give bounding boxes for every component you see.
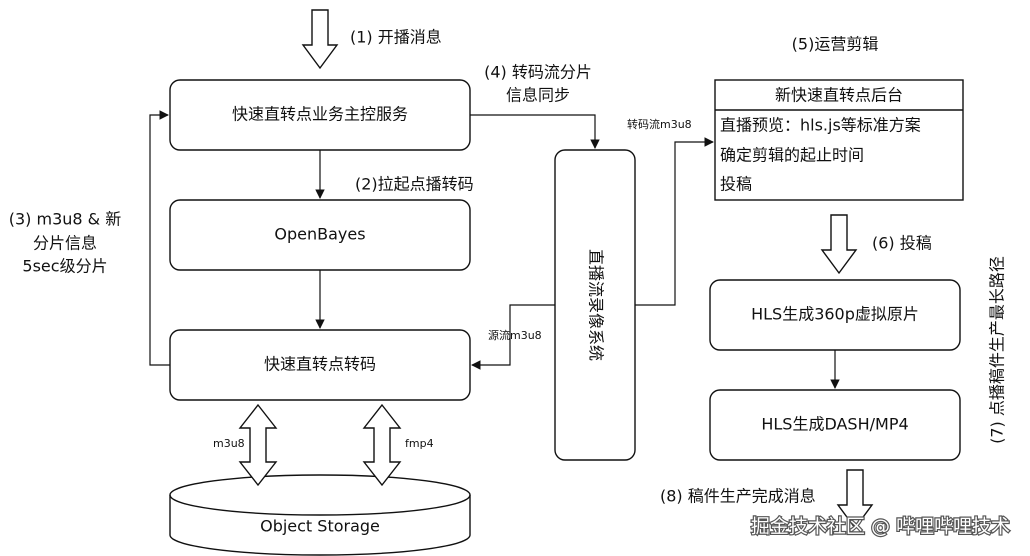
object-storage-label: Object Storage: [260, 517, 380, 536]
m3u8-label: m3u8: [213, 437, 245, 450]
backstage-item-3: 投稿: [720, 175, 752, 194]
backstage-item-1: 直播预览：hls.js等标准方案: [720, 116, 921, 135]
step1-hollow-arrow: [301, 9, 339, 70]
transcode-to-main-arrow: [149, 110, 170, 366]
backstage-item-2: 确定剪辑的起止时间: [720, 146, 864, 165]
step4-line-2: 信息同步: [506, 86, 570, 105]
step3-line-3: 5sec级分片: [22, 257, 107, 276]
watermark-text: 掘金技术社区 @ 哔哩哔哩技术: [751, 516, 1010, 538]
live-recorder-to-backstage-arrow: [635, 137, 714, 306]
step6-hollow-arrow: [820, 214, 858, 275]
source-stream-label: 源流m3u8: [488, 328, 542, 342]
transcode-label: 快速直转点转码: [264, 355, 376, 374]
step1-label: (1) 开播消息: [350, 28, 442, 47]
transcode-stream-label: 转码流m3u8: [627, 117, 692, 131]
step7-label: (7) 点播稿件生产最长路径: [988, 256, 1007, 444]
backstage-title: 新快速直转点后台: [775, 86, 903, 105]
step6-label: (6) 投稿: [872, 234, 932, 253]
fmp4-double-arrow: [362, 403, 402, 487]
hls-dash-label: HLS生成DASH/MP4: [761, 415, 908, 434]
main-service-label: 快速直转点业务主控服务: [232, 105, 408, 124]
step8-hollow-arrow: [836, 469, 874, 530]
fmp4-label: fmp4: [405, 437, 434, 450]
main-to-live-recorder-arrow: [470, 114, 600, 149]
step5-label: (5)运营剪辑: [792, 35, 879, 54]
backstage-panel: [714, 79, 964, 201]
hls-360p-label: HLS生成360p虚拟原片: [751, 305, 919, 324]
object-storage-top-edge: [169, 494, 471, 516]
openbayes-label: OpenBayes: [274, 225, 365, 244]
hls-dash-box: [709, 389, 961, 461]
live-recorder-label: 直播流录像系统: [587, 249, 606, 361]
step8-label: (8) 稿件生产完成消息: [660, 487, 816, 506]
step3-line-1: (3) m3u8 & 新: [9, 210, 122, 229]
live-recorder-to-transcode-arrow: [471, 304, 555, 370]
step2-label: (2)拉起点播转码: [355, 175, 474, 194]
m3u8-double-arrow: [238, 403, 278, 487]
step4-line-1: (4) 转码流分片: [484, 63, 592, 82]
step3-line-2: 分片信息: [33, 234, 97, 253]
